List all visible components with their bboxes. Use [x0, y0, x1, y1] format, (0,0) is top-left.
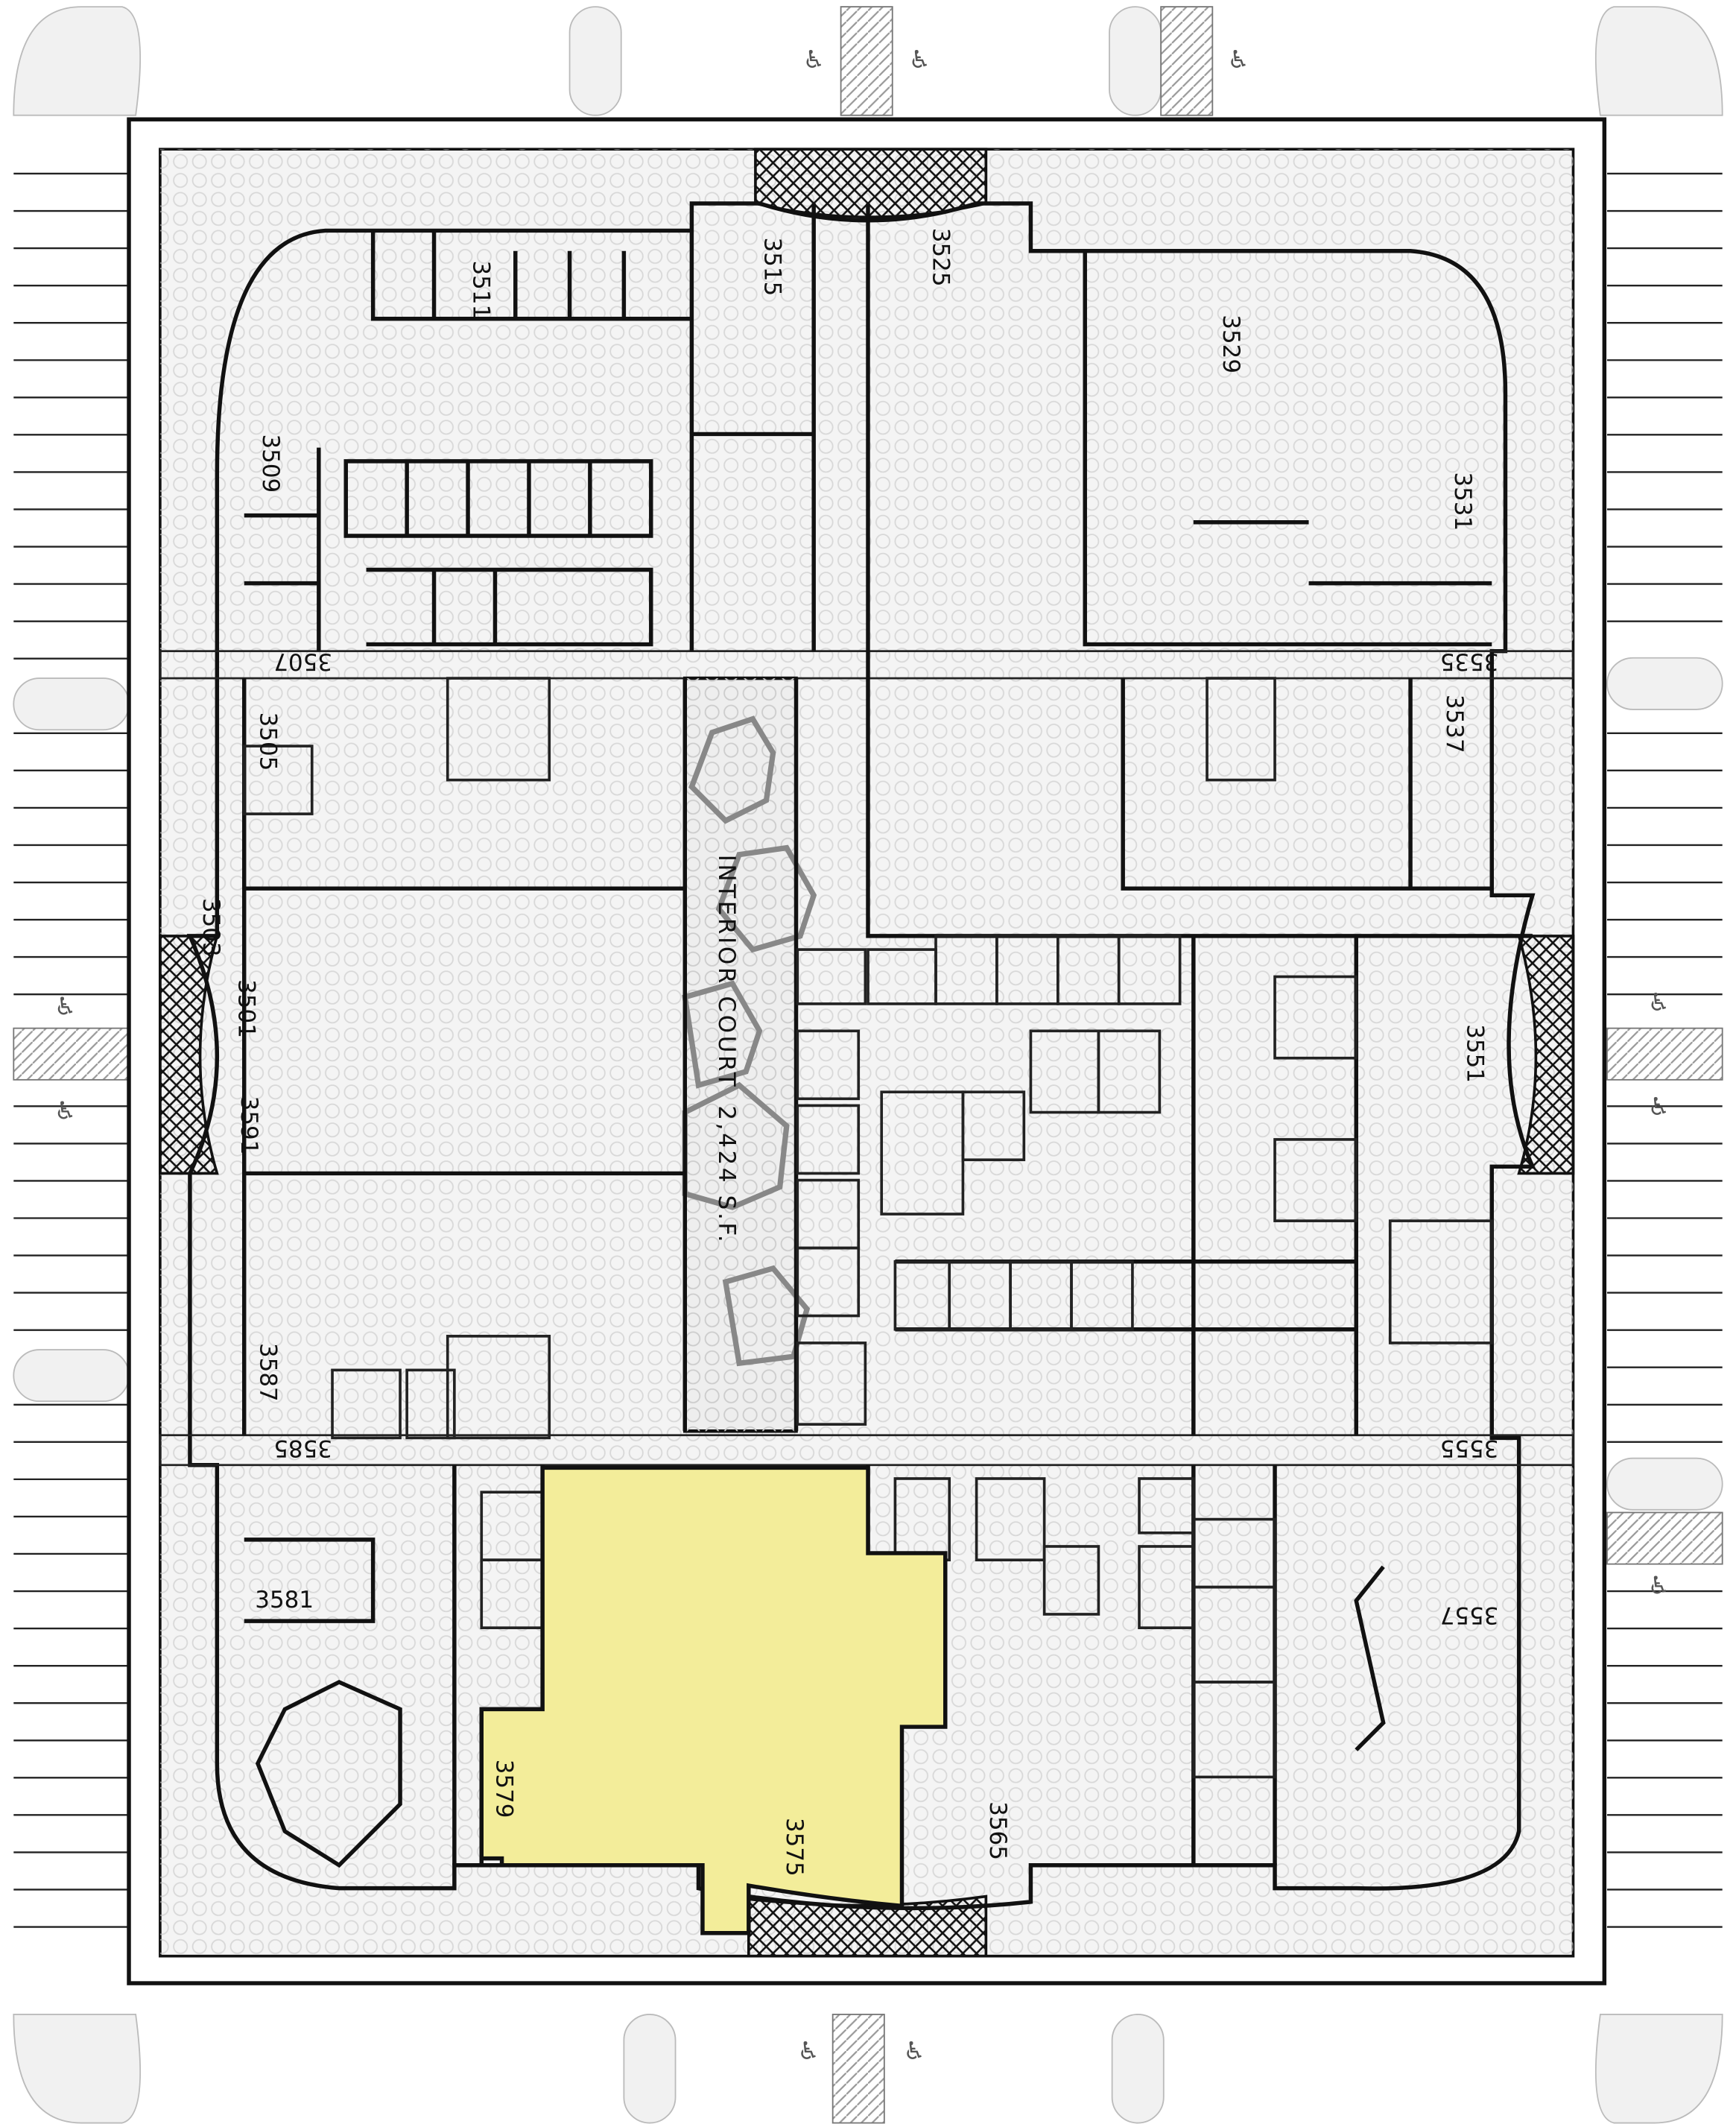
room	[1206, 677, 1276, 782]
landscape-islands	[13, 6, 1723, 2124]
courtyard-area: 2,424 S.F.	[713, 1105, 740, 1245]
wheelchair-icon: ♿	[1648, 988, 1670, 1017]
room	[1042, 1545, 1100, 1616]
room	[405, 1368, 456, 1440]
room	[1138, 1477, 1195, 1535]
suite-label[interactable]: 3535	[1440, 648, 1499, 674]
suite-labels: 3501 3503 3505 3507 3509 3511 3515 3525 …	[197, 228, 1498, 1877]
wheelchair-icon: ♿	[797, 2037, 819, 2065]
room	[1273, 1138, 1358, 1222]
suite-label[interactable]: 3581	[255, 1587, 314, 1614]
accessible-parking: ♿ ♿ ♿ ♿ ♿ ♿ ♿ ♿ ♿ ♿	[54, 45, 1670, 2065]
wheelchair-icon: ♿	[909, 45, 931, 74]
wheelchair-icon: ♿	[54, 1097, 76, 1125]
room	[331, 1368, 402, 1440]
suite-label[interactable]: 3505	[255, 712, 282, 771]
suite-label[interactable]: 3511	[467, 260, 494, 319]
wheelchair-icon: ♿	[903, 2037, 925, 2065]
room	[1273, 975, 1358, 1060]
wheelchair-icon: ♿	[1227, 45, 1249, 74]
entry-canopies	[159, 148, 1575, 1958]
interior-floor	[159, 201, 1574, 1911]
suite-label[interactable]: 3509	[257, 434, 284, 493]
room	[1070, 1260, 1134, 1331]
suite-label[interactable]: 3557	[1440, 1602, 1499, 1628]
courtyard-label: INTERIOR COURT	[713, 855, 740, 1090]
suite-label[interactable]: 3587	[255, 1343, 282, 1402]
suite-label[interactable]: 3555	[1440, 1435, 1499, 1461]
room	[1117, 935, 1182, 1005]
parking-left	[13, 172, 130, 1928]
suite-label[interactable]: 3531	[1449, 472, 1476, 531]
parking-right	[1606, 172, 1723, 1928]
room	[796, 1029, 861, 1101]
suite-label[interactable]: 3501	[232, 979, 259, 1038]
wheelchair-icon: ♿	[54, 992, 76, 1020]
room	[242, 745, 314, 815]
suite-label[interactable]: 3551	[1462, 1024, 1489, 1083]
room	[1388, 1219, 1494, 1344]
suite-label[interactable]: 3529	[1217, 315, 1244, 373]
highlighted-space-3575-3579[interactable]	[479, 1465, 948, 1935]
suite-label[interactable]: 3565	[984, 1801, 1011, 1860]
wheelchair-icon: ♿	[1648, 1572, 1670, 1600]
suite-label[interactable]: 3537	[1441, 695, 1468, 753]
suite-label[interactable]: 3579	[490, 1760, 517, 1818]
room	[1192, 1681, 1276, 1779]
suite-label[interactable]: 3525	[927, 228, 954, 287]
suite-label[interactable]: 3575	[781, 1818, 808, 1877]
suite-label[interactable]: 3515	[759, 238, 786, 297]
room	[446, 677, 551, 782]
suite-label[interactable]: 3585	[273, 1435, 332, 1461]
room	[446, 1335, 551, 1440]
room	[961, 1090, 1026, 1162]
room	[1097, 1029, 1162, 1114]
room	[796, 1104, 861, 1175]
room	[975, 1477, 1046, 1561]
wheelchair-icon: ♿	[1648, 1093, 1670, 1121]
suite-label[interactable]: 3591	[235, 1096, 262, 1155]
room	[796, 948, 867, 1005]
room	[796, 1246, 861, 1318]
room	[796, 1341, 867, 1426]
room-grid	[242, 677, 1494, 1779]
suite-label[interactable]: 3503	[197, 898, 224, 957]
suite-label[interactable]: 3507	[273, 648, 332, 674]
wheelchair-icon: ♿	[803, 45, 825, 74]
